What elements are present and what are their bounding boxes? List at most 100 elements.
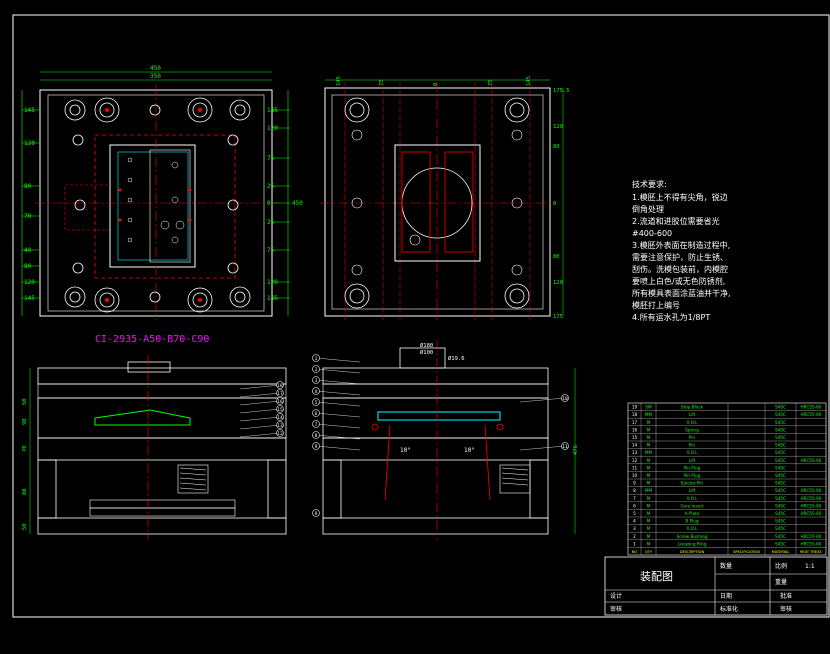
balloon-number: 6	[315, 411, 318, 417]
balloon-leader	[239, 408, 281, 414]
balloon-leader	[315, 379, 361, 385]
balloon-number: 14	[277, 415, 283, 421]
bom-cell: SM	[645, 405, 652, 410]
balloon-leader	[239, 416, 281, 422]
bom-cell: S45C	[775, 503, 786, 508]
plan-dim-left-3: 80	[24, 183, 32, 190]
section-dim-top-b: Ø100	[420, 349, 433, 356]
balloon-circle	[276, 429, 284, 437]
bom-cell: M	[647, 458, 651, 463]
bom-cell: X.O.L	[687, 496, 699, 501]
bom-cell: HRC55-60	[801, 405, 822, 410]
bom-cell: Core Insert	[680, 503, 703, 508]
bom-cell: 14	[632, 443, 638, 448]
tech-note-line-2: 倒角处理	[632, 204, 664, 214]
balloon-leader	[239, 392, 281, 398]
bom-cell: M	[647, 519, 651, 524]
balloon-number: 8	[315, 433, 318, 439]
title-block: 装配图 数量 比例 1:1 重量 设计 日期 审核 批准 标准化 审核	[604, 556, 828, 616]
balloon-number: 1	[315, 356, 318, 362]
bom-cell: 16	[632, 427, 638, 432]
bom-cell: S45C	[775, 412, 786, 417]
side-dim-right-6: 120	[553, 280, 563, 286]
side-dim-top-4: 75	[488, 79, 494, 86]
bom-cell: S45C	[775, 420, 786, 425]
tb-label-7: 审核	[610, 605, 622, 613]
bom-cell: A Plate	[685, 511, 700, 516]
balloon-number: 7	[315, 422, 318, 428]
bom-cell: MM	[645, 412, 653, 417]
balloon-leader	[315, 445, 361, 451]
bom-cell: 18	[632, 412, 638, 417]
tech-note-line-11: 4.所有运水孔为1/8PT	[632, 312, 710, 322]
balloon-number: 3	[315, 378, 318, 384]
bom-cell: S45C	[775, 450, 786, 455]
balloon-circle	[312, 509, 320, 517]
bom-cell: Stop Block	[681, 405, 704, 410]
plan-dim-right-2: 120	[267, 125, 278, 132]
section-left-dim-3: 70	[22, 445, 28, 452]
bom-cell: 17	[632, 420, 638, 425]
bom-cell: 2	[633, 534, 636, 539]
balloon-leader	[315, 390, 361, 396]
bom-cell: HRC55-60	[801, 541, 822, 546]
balloon-leader	[239, 424, 281, 430]
plan-dim-right-6: 25	[267, 219, 275, 226]
bom-cell: 15	[632, 435, 638, 440]
balloon-leader	[239, 432, 281, 438]
balloon-circle	[276, 397, 284, 405]
bom-cell: HRC55-60	[801, 458, 822, 463]
bom-cell: M	[647, 496, 651, 501]
bom-cell: M	[647, 503, 651, 508]
tech-note-line-1: 1.模胚上不得有尖角，锐边	[632, 192, 728, 202]
bom-cell: Spring	[685, 427, 699, 432]
section-view-left: 50 90 70 80 50	[22, 355, 287, 540]
bom-cell: M	[647, 420, 651, 425]
bom-cell: 12	[632, 458, 638, 463]
bom-cell: S45C	[775, 481, 786, 486]
plan-dim-right-5: 0	[267, 200, 271, 207]
plan-dim-right-1: 145	[267, 107, 278, 114]
balloon-circle	[276, 381, 284, 389]
plan-dim-right-9: 145	[267, 295, 278, 302]
tb-label-9: 标准化	[720, 605, 738, 613]
balloon-number: 11	[562, 444, 568, 450]
balloon-number: 5	[315, 400, 318, 406]
bom-cell: M	[647, 427, 651, 432]
side-dim-right-3: 80	[553, 144, 560, 150]
balloon-leader	[239, 384, 281, 390]
balloon-circle	[276, 413, 284, 421]
bom-cell: M	[647, 443, 651, 448]
balloon-circle	[312, 442, 320, 450]
bom-cell: S45C	[775, 427, 786, 432]
balloon-circle	[561, 442, 569, 450]
bom-cell: S45C	[775, 541, 786, 546]
tech-note-line-5: 3.模胚外表面在制造过程中,	[632, 240, 730, 250]
bom-cell: S45C	[775, 511, 786, 516]
section-dim-top-a: Ø180	[420, 342, 433, 349]
balloon-leader	[315, 412, 361, 418]
bom-header: HEAT TREAT.	[800, 550, 823, 554]
bom-cell: S45C	[775, 473, 786, 478]
bom-cell: S45C	[775, 435, 786, 440]
balloon-number: 13	[277, 423, 283, 429]
balloon-leader	[315, 401, 361, 407]
bom-cell: S45C	[775, 496, 786, 501]
bom-cell: 10	[632, 473, 638, 478]
section-view-right: Ø180 Ø100 Ø19.6 10° 10° 476	[322, 340, 579, 540]
side-dim-right-7: 175	[553, 314, 563, 320]
tb-label-1: 数量	[720, 562, 732, 570]
tech-note-line-6: 需要注意保护，防止生锈、	[632, 252, 728, 262]
plan-view-top-right: 145 75 0 75 145 175.5 120 80 0 80 120 17…	[320, 76, 570, 320]
plan-dim-left-6: 80	[24, 263, 32, 270]
balloon-leader	[519, 445, 566, 451]
bom-cell: M	[647, 541, 651, 546]
bom-cell: 8	[633, 488, 636, 493]
bom-cell: 5	[633, 511, 636, 516]
bom-cell: S45C	[775, 458, 786, 463]
bom-cell: B Plug	[685, 519, 699, 524]
bom-cell: 3	[633, 526, 636, 531]
balloon-number: 9	[315, 511, 318, 517]
